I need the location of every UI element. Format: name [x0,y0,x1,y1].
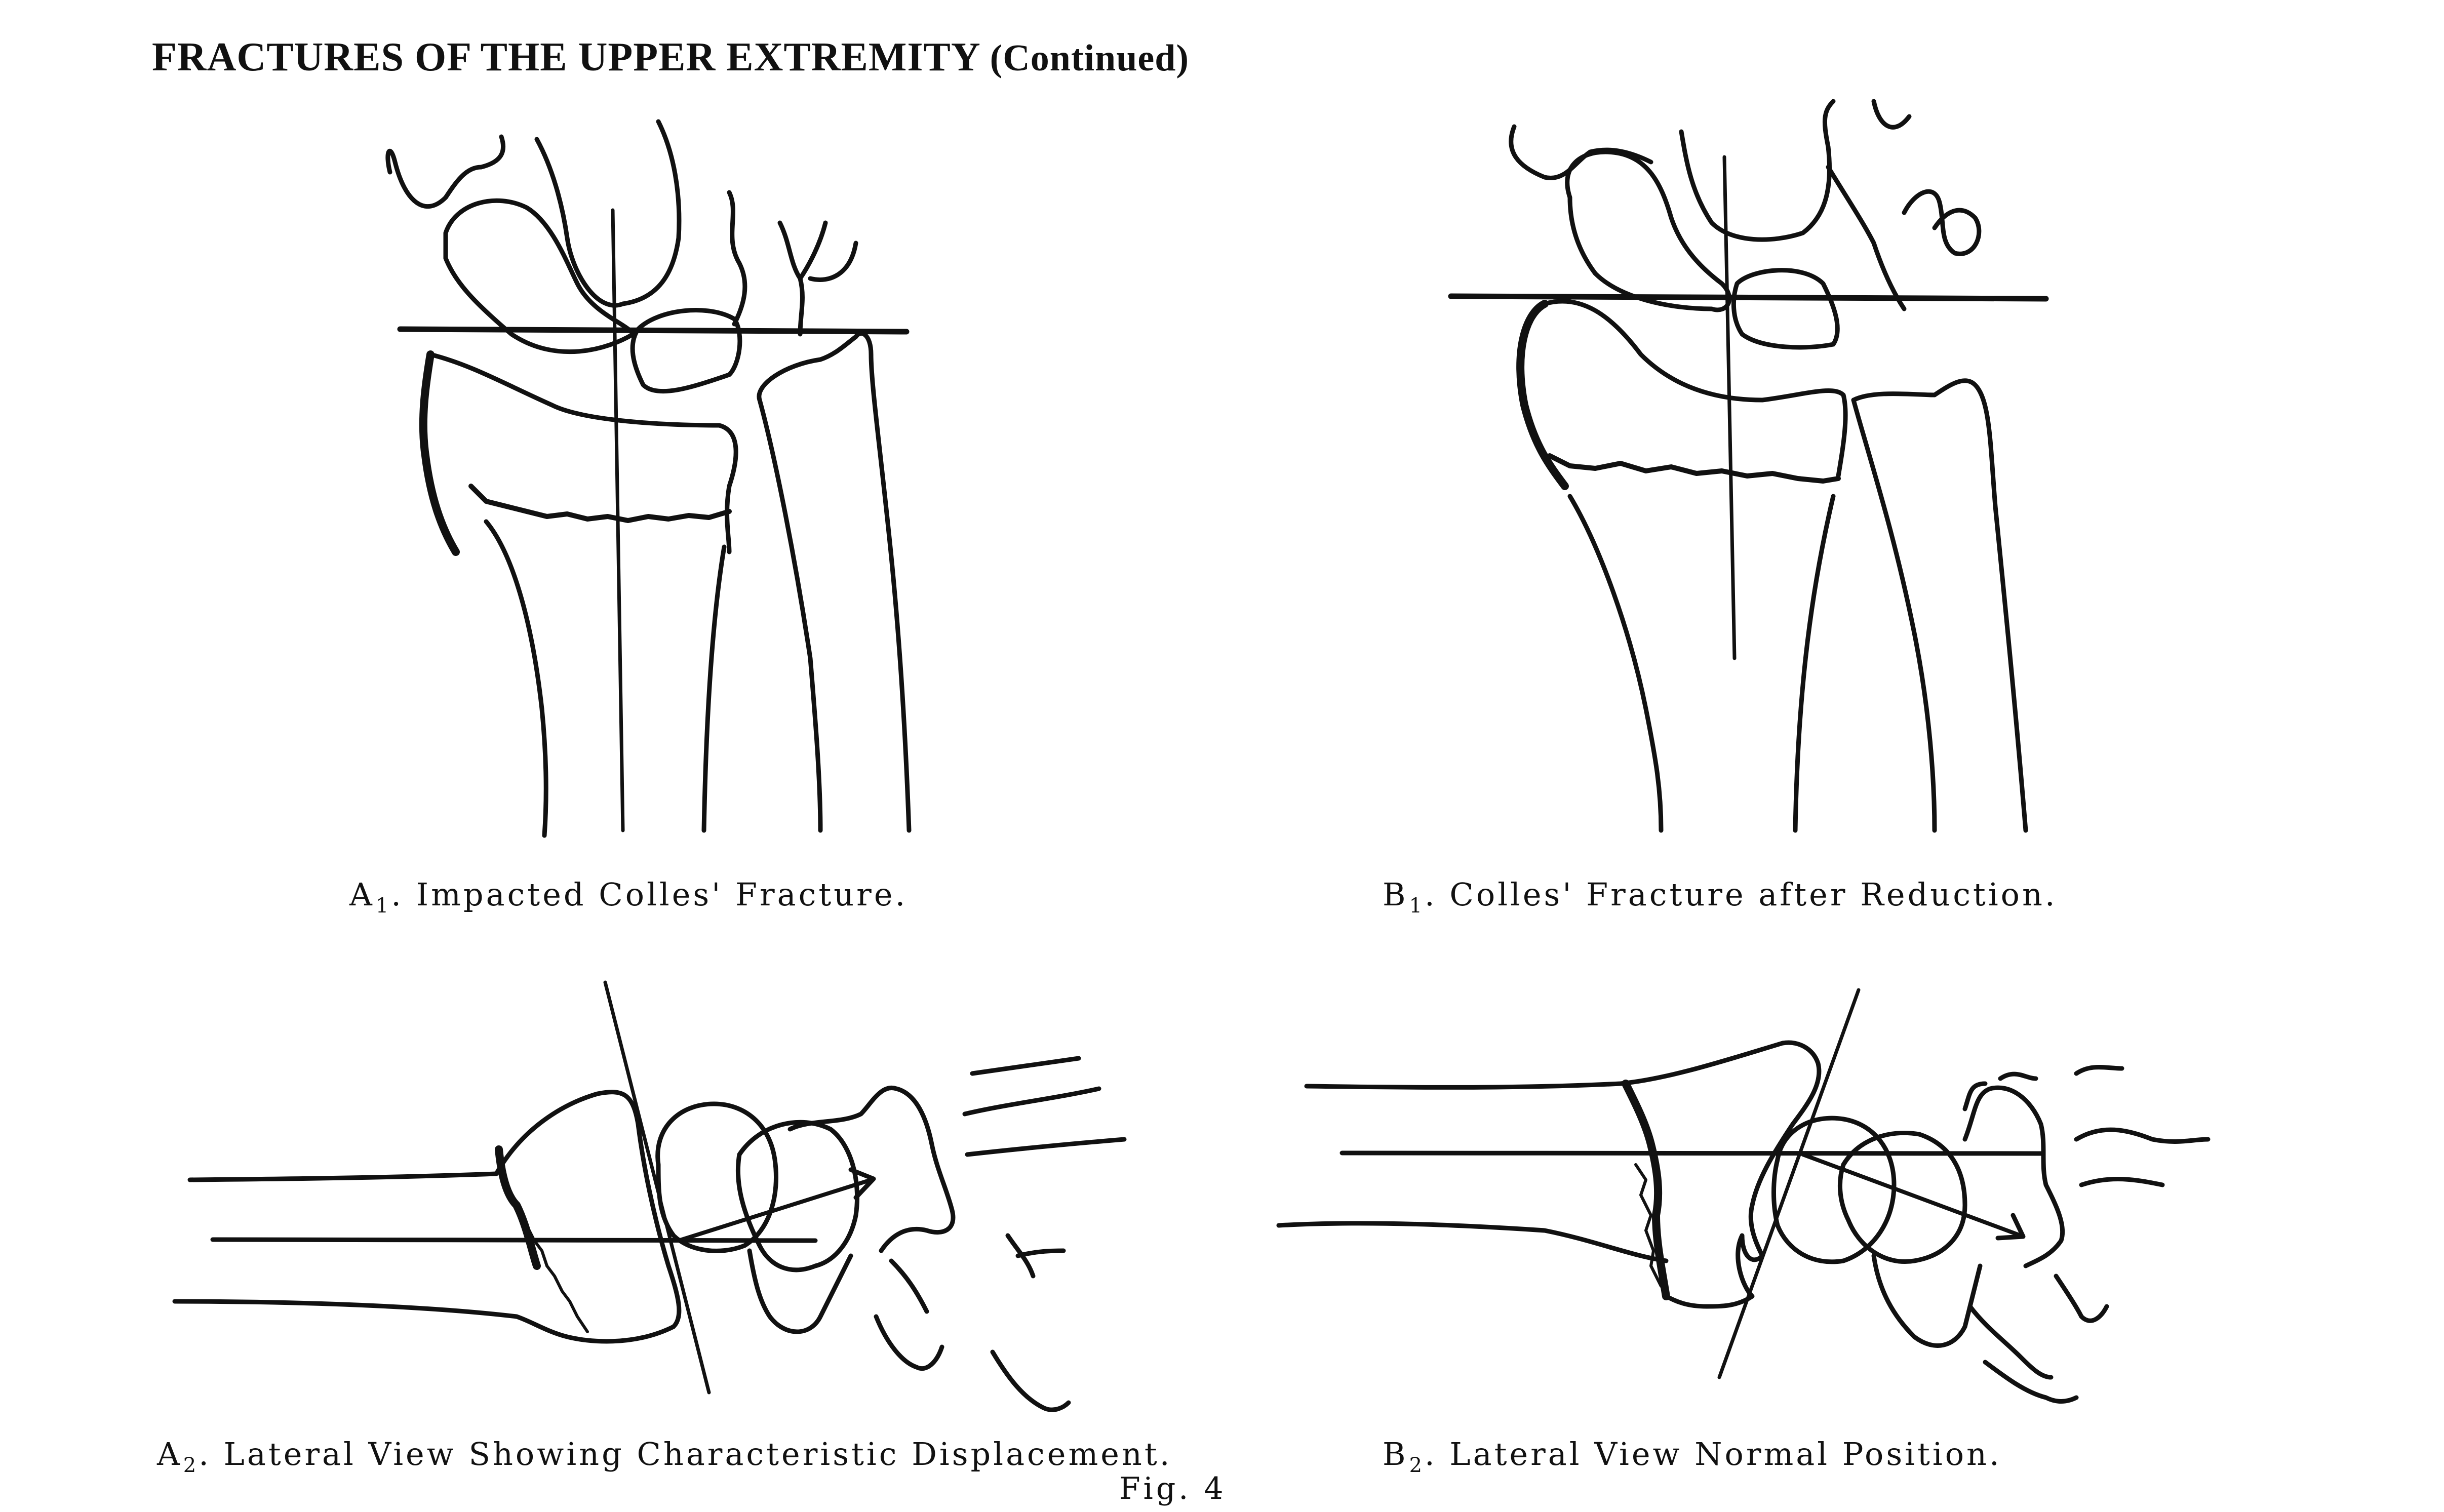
b1-lunate-outline [1679,99,1836,242]
b1-reference-line [1448,293,2049,302]
b2-hand-line-4 [2054,1274,2109,1323]
caption-b1-letter: B [1383,876,1408,913]
a1-carpal-outline [385,134,506,209]
b1-ulna-left [1851,397,1937,833]
a1-metacarpal-lines [777,220,858,337]
b1-pisiform [1902,189,1982,256]
a2-hand-line-7 [990,1349,1071,1412]
b1-radius-distal [1542,299,1848,479]
caption-a1-text: . Impacted Colles' Fracture. [391,876,908,913]
a1-lunate-outline [534,119,682,308]
a2-hand-line-1 [970,1056,1081,1076]
caption-a2: A2. Lateral View Showing Characteristic … [157,1436,1172,1477]
a1-svg [385,119,912,838]
caption-b2-letter: B [1383,1436,1408,1473]
caption-a1-subscript: 1 [375,894,391,918]
b2-hand-line-2 [2074,1127,2211,1144]
b1-svg [1448,99,2049,833]
figure-b2-drawing [1266,977,2228,1413]
a1-reference-line [397,326,910,335]
b2-fracture-edge [1622,1080,1670,1300]
a2-hand-line-6 [874,1314,944,1371]
a2-fracture-line [525,1224,589,1333]
caption-b1-text: . Colles' Fracture after Reduction. [1425,876,2058,913]
b1-carpal-outline [1509,124,1653,180]
caption-a2-letter: A [157,1436,182,1473]
a2-hand-line-3 [965,1137,1127,1157]
a1-scaphoid [443,198,636,354]
caption-a2-text: . Lateral View Showing Characteristic Di… [199,1436,1172,1473]
figure-a2-drawing [172,972,1145,1418]
a2-distal-fragment [494,1090,682,1344]
b2-radius-top [1304,1040,1822,1309]
a2-hand-line-2 [962,1086,1101,1117]
b1-scaphoid [1565,149,1732,312]
b1-radius-edge [1516,300,1569,490]
b2-hand-line-1 [2074,1065,2124,1076]
a2-reference-line [210,1237,818,1243]
a1-triquetrum [630,308,742,394]
a1-fracture-line [468,484,732,523]
a2-scaphoid-outline [747,1248,853,1334]
a1-radius-fragment [428,352,738,554]
a1-ulna-right [757,331,912,833]
a2-shaft-top [187,1171,499,1182]
caption-b2: B2. Lateral View Normal Position. [1383,1436,2002,1477]
a1-radius-shaft-right [701,544,727,833]
a2-svg [172,980,1127,1412]
b2-direction-arrow [1801,1152,2023,1238]
b2-hand-line-6 [1983,1360,2079,1404]
caption-b2-text: . Lateral View Normal Position. [1425,1436,2002,1473]
a1-ulna-left [757,397,823,833]
b2-hand-line-3 [2079,1177,2165,1187]
a2-metacarpal-base [787,1085,956,1253]
a1-radius-shaft-left [484,519,548,838]
figure-b1-drawing [1438,96,2056,841]
b1-ulna-right [1851,378,2028,833]
a1-radius-edge [419,350,460,556]
b2-radius-bottom [1276,1221,1669,1263]
a2-shaft-bottom [172,1299,519,1319]
b2-lunate [1771,1116,1897,1264]
b2-scaphoid-outline [1871,1253,1983,1348]
b2-carpal-line [1962,1071,2038,1111]
b2-metacarpal-base [1962,1085,2065,1268]
b1-fracture-line [1547,453,1841,484]
b2-hand-line-5 [1967,1304,2054,1380]
a2-hand-line-4 [1005,1233,1066,1279]
caption-a1: A1. Impacted Colles' Fracture. [349,876,908,918]
b2-svg [1276,988,2211,1404]
b2-fracture-line [1634,1163,1663,1288]
title-main: FRACTURES OF THE UPPER EXTREMITY [152,35,981,79]
a2-fragment-edge [495,1145,541,1270]
a2-lunate [655,1101,778,1253]
b1-axis-line [1722,155,1737,660]
a2-capitate [735,1120,859,1272]
b1-radius-shaft-right [1793,494,1836,833]
b1-metacarpal-line [1871,99,1912,130]
figure-number: Fig. 4 [1119,1471,1227,1506]
caption-a2-subscript: 2 [183,1454,199,1477]
b1-radius-shaft-left [1567,494,1664,833]
a1-carpal-line [727,190,747,327]
caption-b1-subscript: 1 [1409,894,1425,918]
b1-carpal-line [1826,165,1907,311]
caption-a1-letter: A [349,876,375,913]
a2-hand-line-5 [889,1258,929,1314]
a2-arrow-head [848,1167,876,1200]
caption-b1: B1. Colles' Fracture after Reduction. [1383,876,2058,918]
b2-oblique-line [1717,988,1861,1379]
page-title: FRACTURES OF THE UPPER EXTREMITY(Continu… [152,34,1189,81]
title-continued: (Continued) [990,37,1190,79]
b1-triquetrum [1731,268,1840,350]
a2-displacement-arrow [677,1178,873,1243]
caption-b2-subscript: 2 [1409,1454,1425,1477]
b2-capitate [1838,1131,1967,1264]
b2-arrow-head [1995,1213,2026,1241]
figure-a1-drawing [365,111,942,851]
